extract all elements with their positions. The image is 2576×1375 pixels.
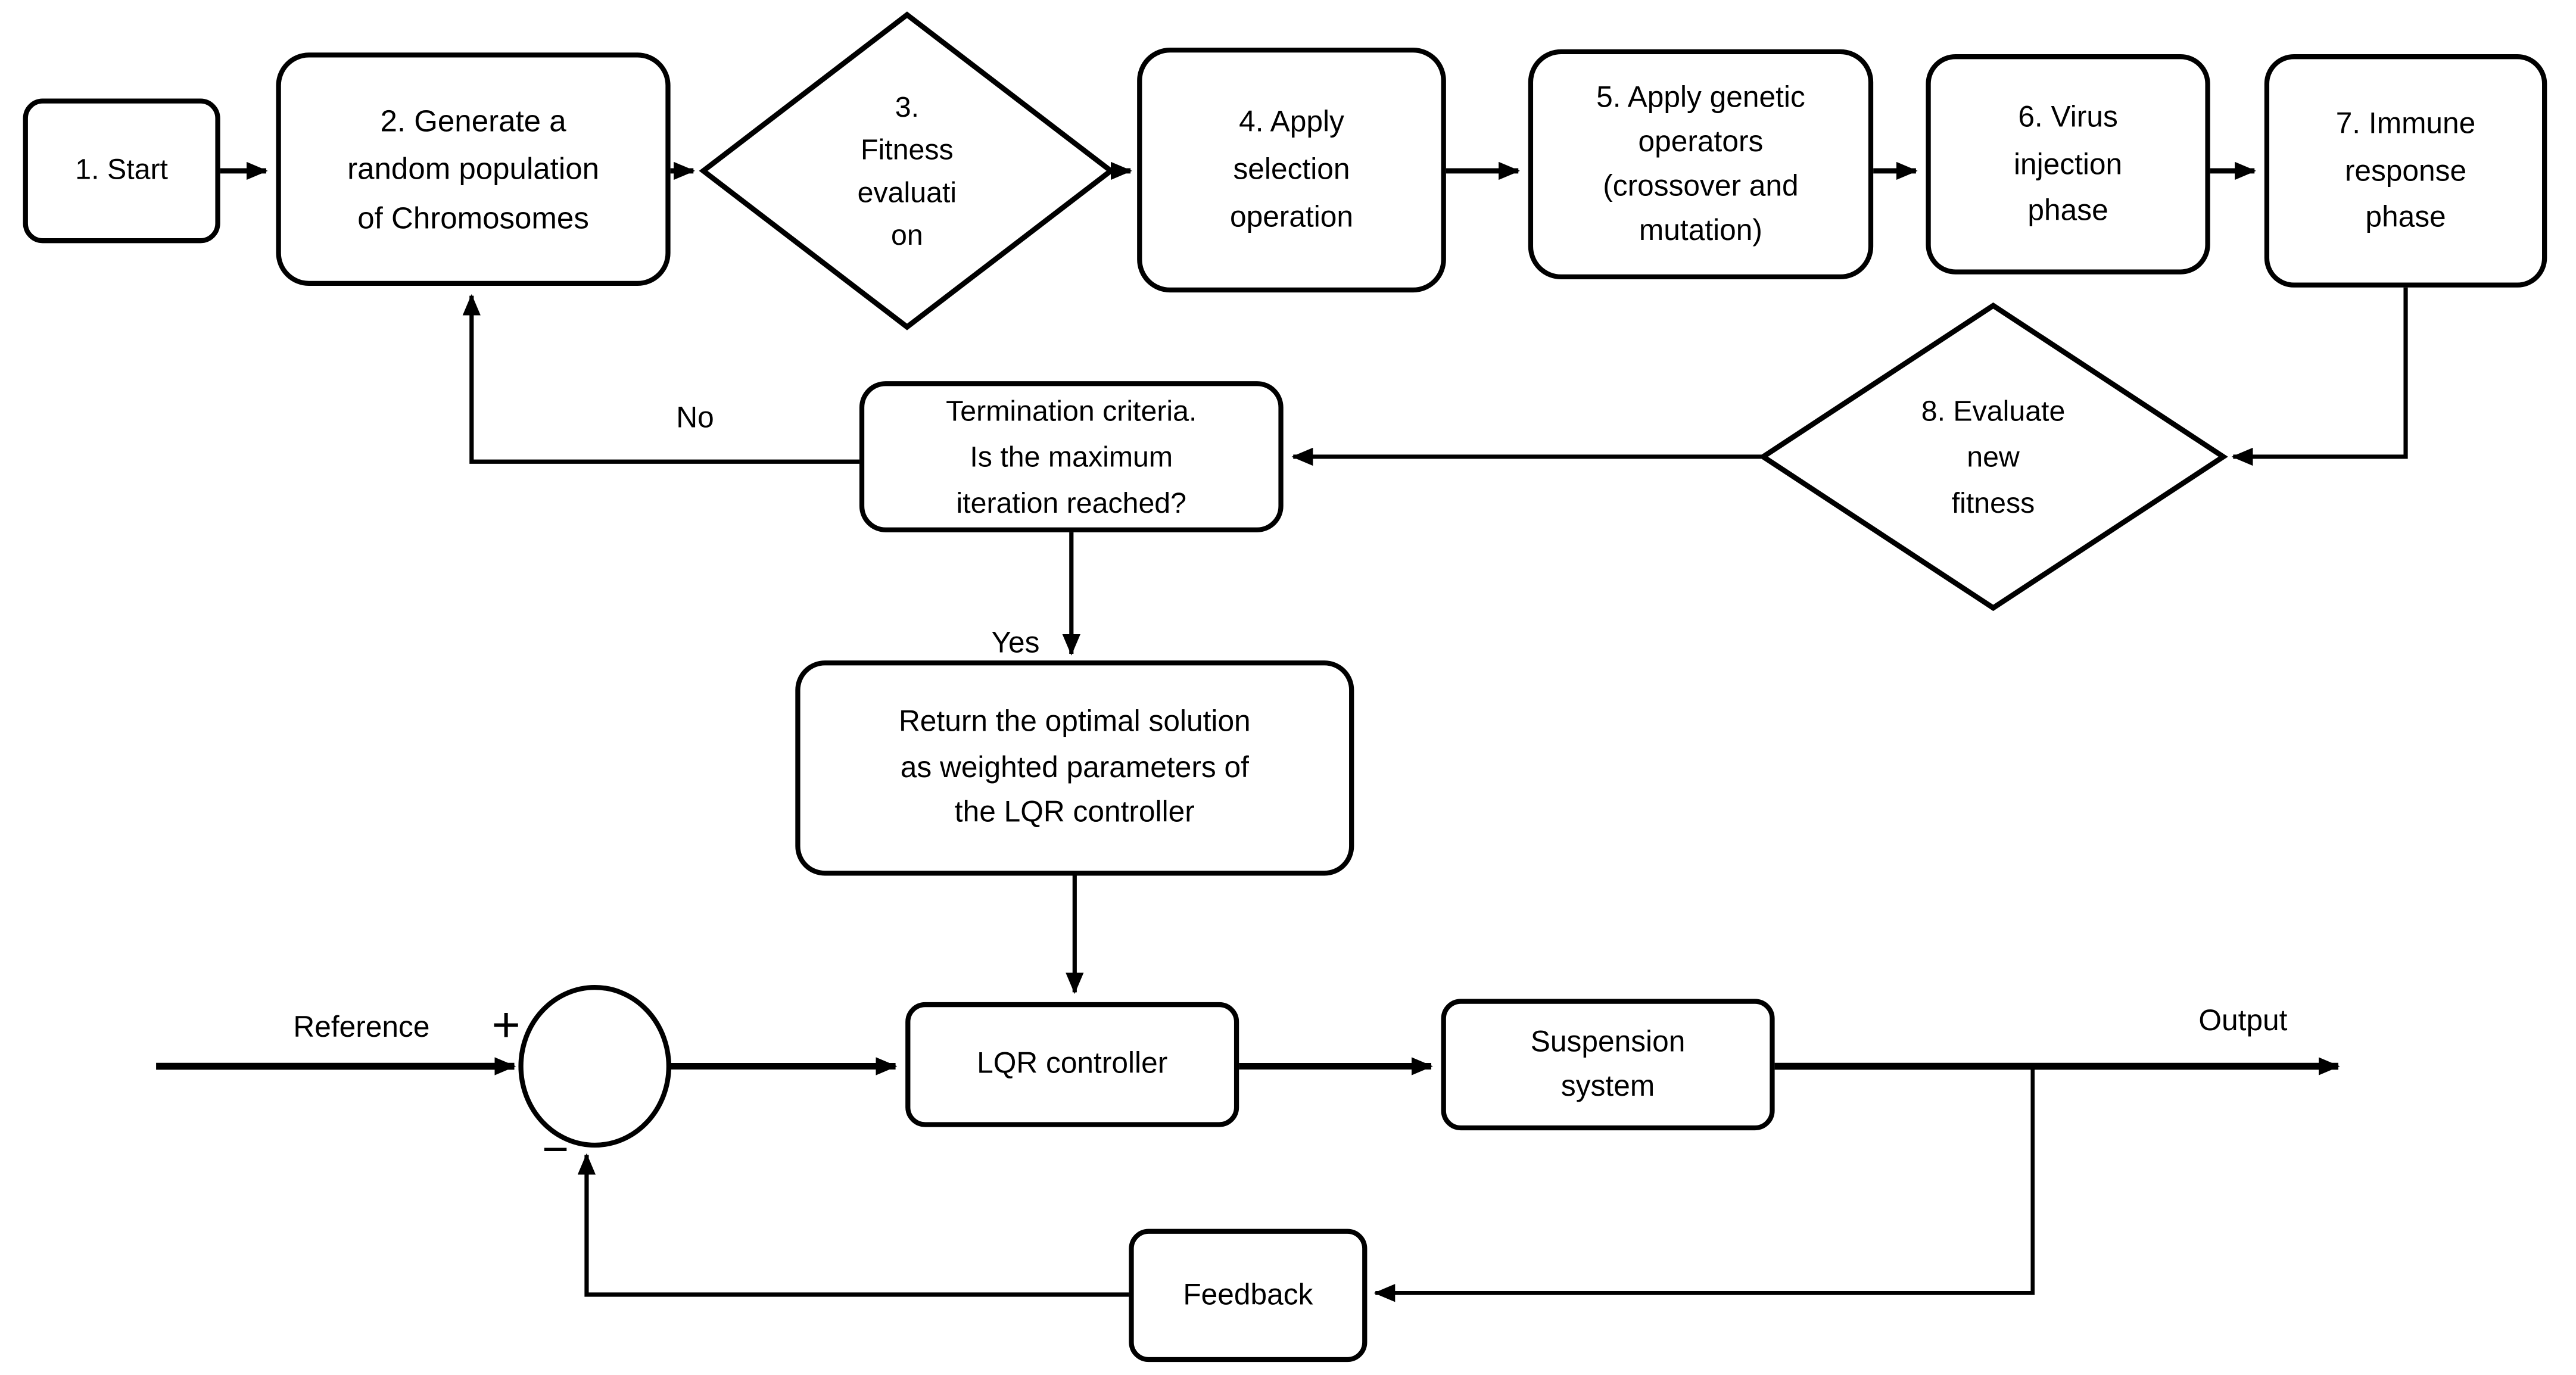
node-start-label: 1. Start <box>75 153 168 186</box>
sum-plus-sign: + <box>491 999 521 1053</box>
fitness-evaluation-diamond <box>699 11 1116 331</box>
node-suspension-system: Suspension system <box>1441 999 1775 1131</box>
node-genetic-operators: 5. Apply genetic operators (crossover an… <box>1528 49 1874 280</box>
arrow-immune-to-evaluate <box>2231 287 2408 466</box>
node-return-optimal-solution-label: Return the optimal solution as weighted … <box>898 704 1251 829</box>
evaluate-new-fitness-diamond-text: 8. Evaluate new fitness <box>1854 375 2133 539</box>
node-apply-selection: 4. Apply selection operation <box>1137 48 1446 293</box>
evaluate-new-fitness-label: 8. Evaluate new fitness <box>1921 394 2066 519</box>
signal-label-output: Output <box>2198 1003 2288 1037</box>
edge-label-yes: Yes <box>991 626 1040 659</box>
edge-label-no: No <box>676 401 714 434</box>
arrow-no-loop-to-generate <box>462 294 859 464</box>
node-termination-criteria: Termination criteria. Is the maximum ite… <box>859 381 1284 532</box>
node-virus-injection-label: 6. Virus injection phase <box>2013 99 2123 227</box>
fitness-evaluation-label: 3. Fitness evaluati on <box>857 89 957 252</box>
node-termination-criteria-label: Termination criteria. Is the maximum ite… <box>946 394 1197 519</box>
node-virus-injection: 6. Virus injection phase <box>1926 54 2210 275</box>
node-return-optimal-solution: Return the optimal solution as weighted … <box>795 660 1354 876</box>
node-feedback: Feedback <box>1129 1229 1368 1362</box>
node-immune-response: 7. Immune response phase <box>2264 54 2547 288</box>
node-immune-response-label: 7. Immune response phase <box>2335 106 2476 234</box>
arrow-output-tap-to-feedback <box>1373 1066 2035 1302</box>
node-start: 1. Start <box>23 98 220 244</box>
evaluate-new-fitness-diamond <box>1758 302 2228 612</box>
node-apply-selection-label: 4. Apply selection operation <box>1229 105 1354 233</box>
summing-junction-circle <box>518 984 672 1148</box>
node-generate-population-label: 2. Generate a random population of Chrom… <box>347 102 599 235</box>
sum-minus-sign: − <box>541 1124 569 1175</box>
node-genetic-operators-label: 5. Apply genetic operators (crossover an… <box>1596 80 1805 247</box>
fitness-evaluation-diamond-text: 3. Fitness evaluati on <box>775 69 1038 273</box>
signal-label-reference: Reference <box>293 1010 430 1043</box>
node-generate-population: 2. Generate a random population of Chrom… <box>276 52 671 286</box>
node-suspension-system-label: Suspension system <box>1530 1025 1686 1103</box>
arrow-feedback-to-sum <box>577 1153 1129 1297</box>
node-lqr-controller: LQR controller <box>905 1002 1239 1127</box>
node-lqr-controller-label: LQR controller <box>977 1046 1168 1080</box>
node-feedback-label: Feedback <box>1183 1277 1313 1311</box>
